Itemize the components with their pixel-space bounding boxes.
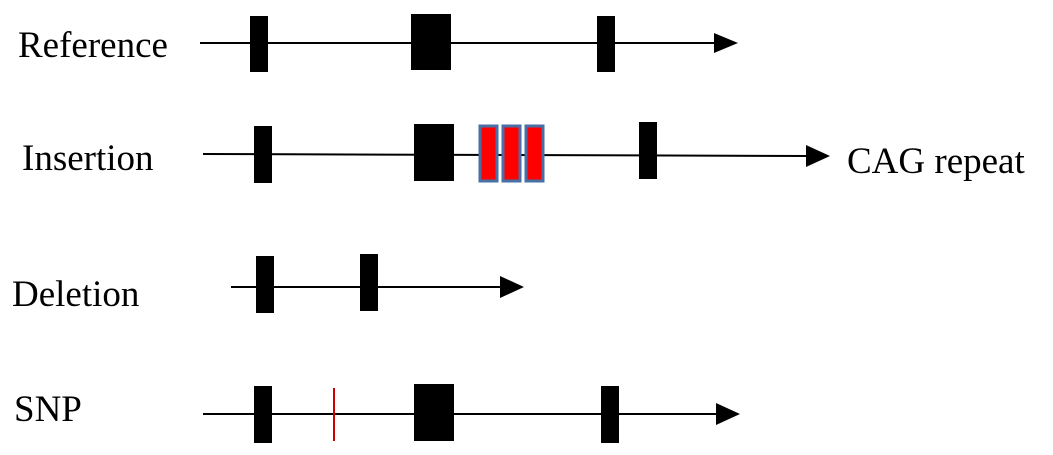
exon-3 — [601, 386, 619, 443]
row-label-reference: Reference — [18, 25, 168, 66]
exon-2 — [414, 124, 454, 181]
exon-3 — [639, 122, 657, 179]
exon-3 — [597, 16, 615, 72]
exon-1 — [250, 16, 268, 72]
insertion-repeat-unit-1 — [478, 124, 499, 183]
row-label-insertion: Insertion — [22, 138, 154, 179]
exon-2 — [360, 254, 378, 311]
row-label-snp: SNP — [14, 389, 82, 430]
insertion-repeat-unit-2 — [501, 124, 522, 183]
exon-2 — [414, 384, 454, 441]
exon-2 — [411, 14, 451, 70]
row-label-deletion: Deletion — [12, 274, 139, 315]
insertion-repeat-unit-3 — [524, 124, 545, 183]
exon-1 — [254, 386, 272, 443]
row-reference: Reference — [18, 14, 738, 72]
direction-arrowhead — [716, 403, 740, 425]
exon-1 — [254, 126, 272, 183]
row-snp: SNP — [14, 384, 740, 443]
direction-arrowhead — [500, 276, 524, 298]
direction-arrowhead — [806, 145, 830, 167]
direction-arrowhead — [714, 33, 738, 53]
insertion-note: CAG repeat — [847, 141, 1025, 182]
exon-1 — [256, 256, 274, 313]
row-deletion: Deletion — [12, 254, 524, 315]
row-insertion: Insertion CAG repeat — [22, 122, 1025, 183]
